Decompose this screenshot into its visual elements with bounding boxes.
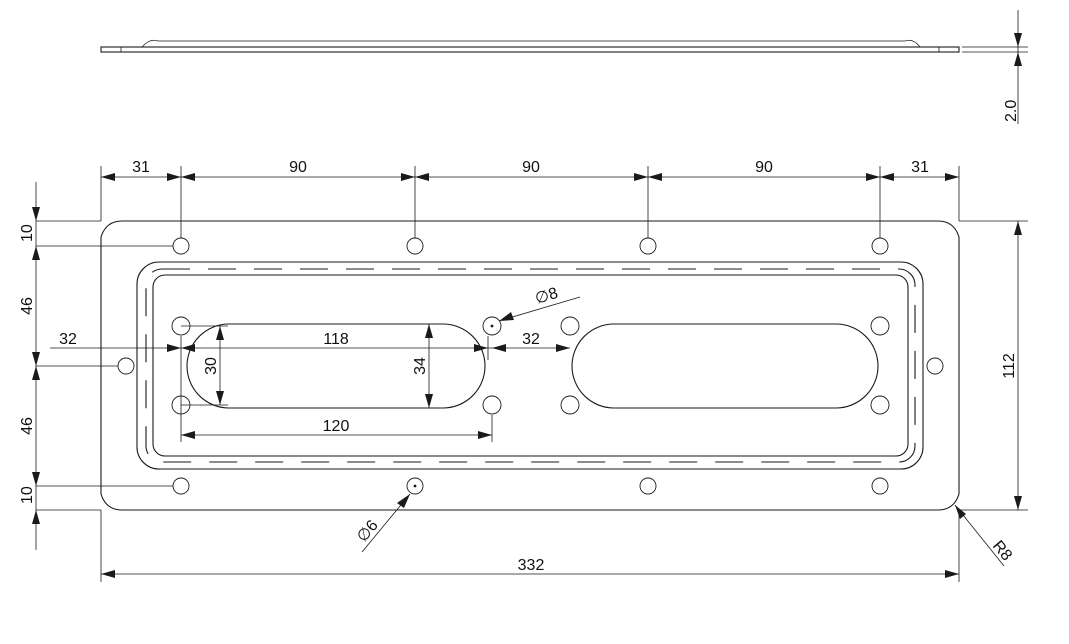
thickness-dim-label: 2.0	[1003, 100, 1020, 122]
dim-90-a-label: 90	[289, 159, 307, 176]
slot-horizontal-dimensions: 32 118 32 120	[50, 331, 570, 442]
dim-32-left-label: 32	[59, 331, 77, 348]
slot-right	[571, 323, 879, 409]
dim-10-top-label: 10	[19, 224, 36, 242]
side-view: 2.0	[100, 10, 1028, 124]
dim-34-label: 34	[412, 357, 429, 375]
dim-10-bottom-label: 10	[19, 486, 36, 504]
plate-outline	[100, 220, 960, 511]
dim-31-left-label: 31	[132, 159, 150, 176]
height-112-label: 112	[1001, 353, 1018, 379]
dim-120-label: 120	[323, 418, 350, 435]
dim-90-b-label: 90	[522, 159, 540, 176]
dim-90-c-label: 90	[755, 159, 773, 176]
width-dimension: 332	[100, 510, 960, 582]
dim-32-gap-label: 32	[522, 331, 540, 348]
hole-d8-label: ∅8	[533, 285, 560, 308]
height-dimension: 112	[959, 220, 1028, 511]
hole-d6-label: ∅6	[354, 517, 382, 545]
width-332-label: 332	[518, 557, 545, 574]
dim-30-label: 30	[203, 357, 220, 375]
hole-callouts: ∅8 ∅6	[354, 285, 581, 553]
dim-118-label: 118	[323, 331, 349, 348]
dim-46-bottom-label: 46	[19, 417, 36, 435]
dim-31-right-label: 31	[911, 159, 929, 176]
top-dimensions: 31 90 90 90 31	[100, 159, 960, 238]
radius-r8-label: R8	[989, 538, 1015, 565]
slot-vertical-dimensions: 30 34	[181, 324, 433, 408]
dim-46-top-label: 46	[19, 297, 36, 315]
left-dimensions: 10 46 46 10	[19, 182, 173, 550]
radius-callout: R8	[954, 504, 1015, 567]
